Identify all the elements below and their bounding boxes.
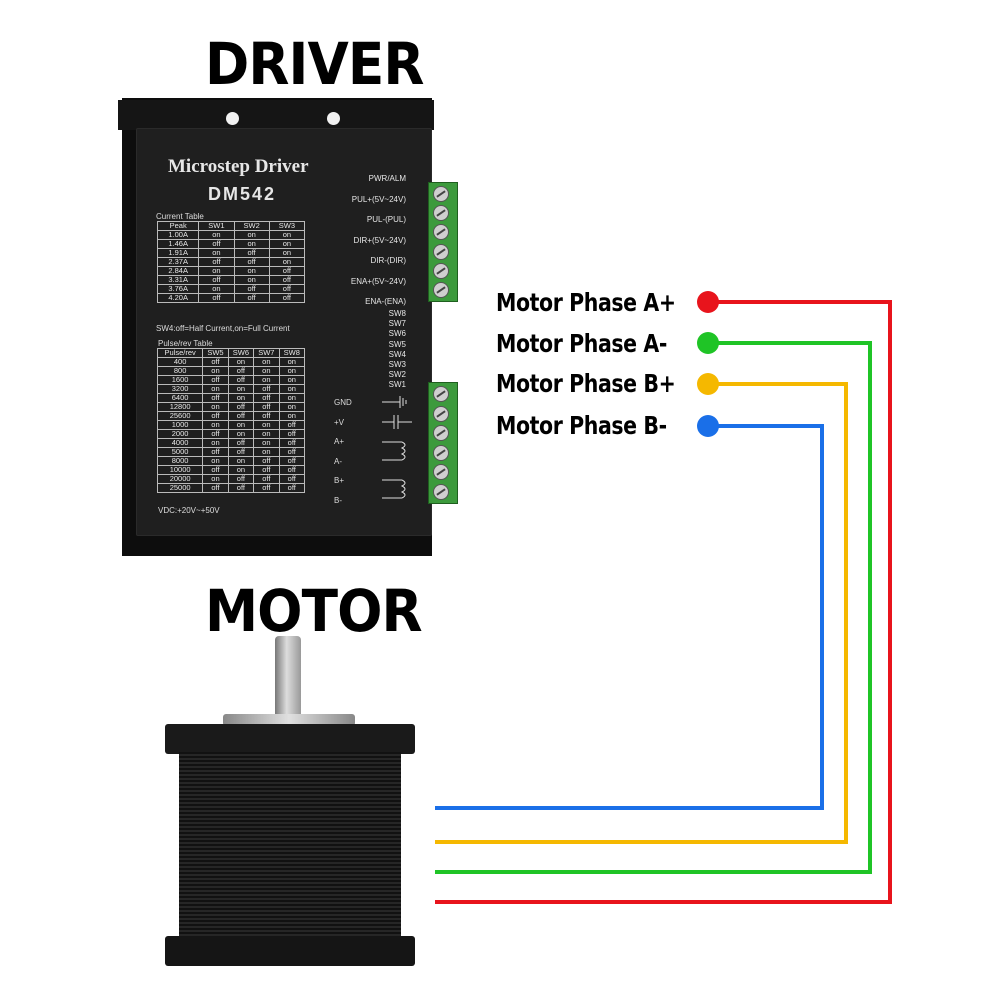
switch-label: SW6 xyxy=(388,329,406,339)
pulse-table-cell: off xyxy=(202,483,229,493)
terminal-screw-icon[interactable] xyxy=(433,224,449,241)
driver-front-panel: Microstep Driver DM542 Current Table Pea… xyxy=(136,128,432,536)
terminal-screw-icon[interactable] xyxy=(433,483,449,500)
mounting-hole-icon xyxy=(327,112,340,125)
pulse-table-cell: off xyxy=(278,483,306,493)
mounting-hole-icon xyxy=(226,112,239,125)
motor-boss xyxy=(223,714,355,726)
driver-mounting-flange xyxy=(118,100,434,130)
current-table-cell: off xyxy=(268,293,306,303)
power-label: B- xyxy=(334,495,342,505)
motor-shaft xyxy=(275,636,301,726)
switch-label: SW4 xyxy=(388,349,406,359)
terminal-screw-icon[interactable] xyxy=(433,205,449,222)
terminal-screw-icon[interactable] xyxy=(433,243,449,260)
signal-label: ENA-(ENA) xyxy=(365,297,406,306)
phase-b-plus-dot-icon xyxy=(697,373,719,395)
power-terminal-block[interactable] xyxy=(428,382,458,504)
sw4-note: SW4:off=Half Current,on=Full Current xyxy=(156,324,290,333)
driver-model: DM542 xyxy=(208,184,277,204)
terminal-screw-icon[interactable] xyxy=(433,464,449,480)
wire-phase-b-minus xyxy=(435,424,824,810)
current-table-title: Current Table xyxy=(156,212,204,221)
switch-label: SW8 xyxy=(388,309,406,318)
power-label: +V xyxy=(334,417,345,427)
power-label: B+ xyxy=(334,476,345,485)
motor-front-flange xyxy=(165,724,415,754)
signal-label: PWR/ALM xyxy=(368,174,406,183)
switch-label: SW2 xyxy=(388,370,406,380)
terminal-screw-icon[interactable] xyxy=(433,186,449,202)
phase-label-a-plus: Motor Phase A+ xyxy=(496,288,676,317)
phase-a-minus-dot-icon xyxy=(697,332,719,354)
vdc-note: VDC:+20V~+50V xyxy=(158,506,220,515)
terminal-screw-icon[interactable] xyxy=(433,405,449,422)
power-label: A- xyxy=(334,456,342,466)
switch-label: SW7 xyxy=(388,319,406,329)
wire-phase-a-plus xyxy=(435,300,892,904)
current-table-cell: 4.20A xyxy=(156,293,200,303)
terminal-screw-icon[interactable] xyxy=(433,444,449,461)
terminal-screw-icon[interactable] xyxy=(433,386,449,402)
switch-label: SW5 xyxy=(388,339,406,349)
motor-end-cap xyxy=(165,936,415,966)
motor-heading: MOTOR xyxy=(205,577,423,645)
motor-body xyxy=(179,752,401,948)
pulse-table-cell: off xyxy=(227,483,255,493)
stepper-motor xyxy=(165,636,415,966)
signal-label: PUL+(5V~24V) xyxy=(351,194,406,204)
phase-label-a-minus: Motor Phase A- xyxy=(496,329,667,358)
signal-label: DIR-(DIR) xyxy=(370,256,406,265)
wire-phase-b-plus xyxy=(435,382,848,844)
switch-label: SW1 xyxy=(388,380,406,390)
driver-heading: DRIVER xyxy=(205,30,424,98)
switch-label: SW3 xyxy=(388,360,406,369)
signal-label: DIR+(5V~24V) xyxy=(353,235,406,245)
driver-title: Microstep Driver xyxy=(168,156,309,177)
phase-label-b-plus: Motor Phase B+ xyxy=(496,369,676,398)
phase-b-minus-dot-icon xyxy=(697,415,719,437)
terminal-screw-icon[interactable] xyxy=(433,282,449,298)
terminal-screw-icon[interactable] xyxy=(433,262,449,279)
phase-label-b-minus: Motor Phase B- xyxy=(496,411,667,440)
signal-terminal-block[interactable] xyxy=(428,182,458,302)
signal-label: PUL-(PUL) xyxy=(366,215,406,224)
pulse-table-title: Pulse/rev Table xyxy=(158,339,213,348)
driver-unit: Microstep Driver DM542 Current Table Pea… xyxy=(118,98,434,556)
wire-phase-a-minus xyxy=(435,341,872,874)
terminal-symbols-icon xyxy=(382,396,412,499)
phase-a-plus-dot-icon xyxy=(697,291,719,313)
power-label: A+ xyxy=(334,437,345,446)
power-label: GND xyxy=(334,398,352,407)
signal-label: ENA+(5V~24V) xyxy=(350,276,406,286)
terminal-screw-icon[interactable] xyxy=(433,425,449,441)
